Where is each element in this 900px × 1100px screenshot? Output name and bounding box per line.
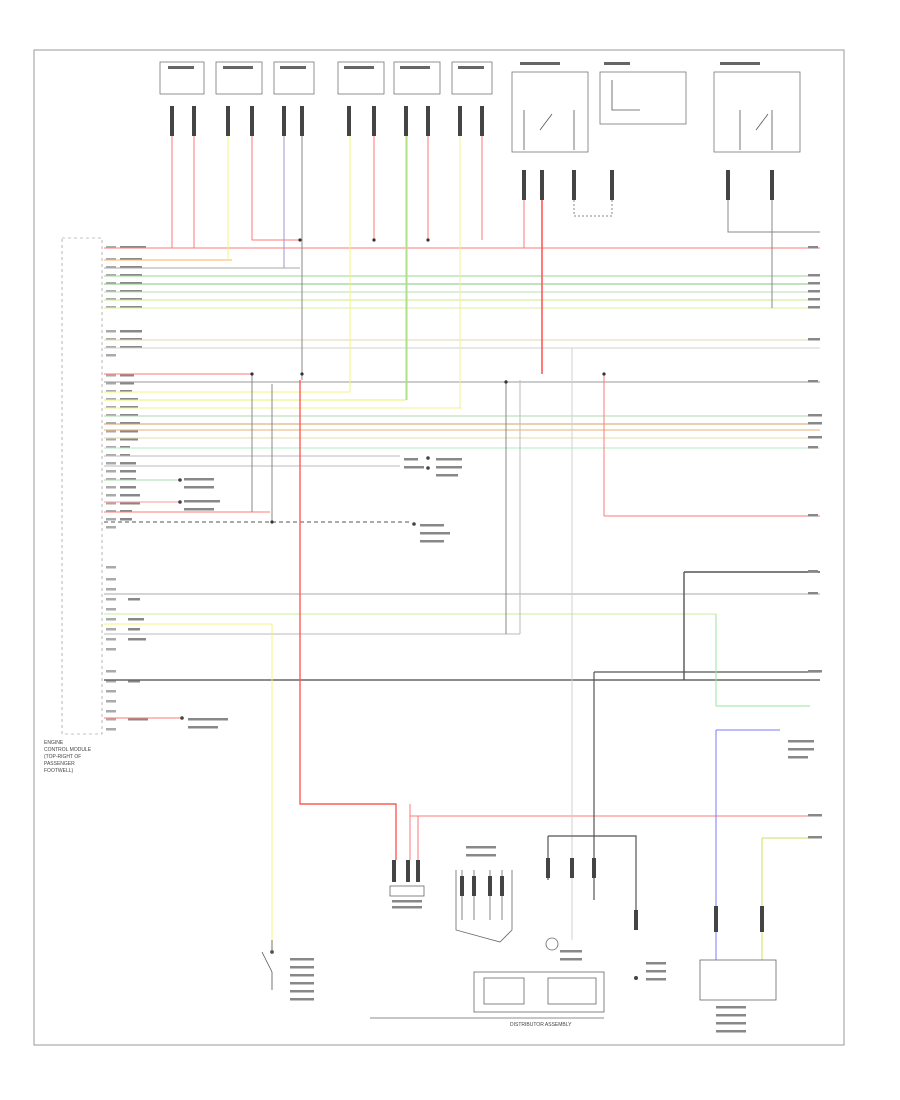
svg-text:CONTROL MODULE: CONTROL MODULE xyxy=(44,747,92,753)
ecm-pin-labels xyxy=(106,246,116,731)
svg-text:PASSENGER: PASSENGER xyxy=(44,761,75,767)
connector-stubs xyxy=(170,106,774,200)
vss-sensor xyxy=(699,906,777,1001)
sensor-3-box xyxy=(273,61,315,95)
sensor-4-box xyxy=(337,61,385,95)
throttle-switch xyxy=(261,940,274,990)
horizontal-wires xyxy=(104,247,820,839)
svg-text:(TOP-RIGHT OF: (TOP-RIGHT OF xyxy=(44,754,81,760)
sensor-2-box xyxy=(215,61,263,95)
sensor-1-box xyxy=(159,61,205,95)
ecm-outline xyxy=(61,237,103,735)
mid-connectors xyxy=(178,456,430,720)
svg-text:ENGINE: ENGINE xyxy=(44,740,64,746)
right-terminals xyxy=(808,246,822,839)
mid-labels xyxy=(184,458,462,729)
splice-points xyxy=(250,238,606,524)
relay-box-1 xyxy=(511,71,589,153)
wire-color-labels xyxy=(120,246,148,721)
svg-text:FOOTWELL): FOOTWELL) xyxy=(44,768,74,774)
ignition-coil-connector xyxy=(389,860,425,909)
relay-box-3 xyxy=(713,71,801,153)
sensor-5-box xyxy=(393,61,441,95)
ecm-label: ENGINE CONTROL MODULE (TOP-RIGHT OF PASS… xyxy=(44,740,92,774)
relay-switches xyxy=(523,80,773,150)
relay-box-2 xyxy=(599,71,687,125)
right-components xyxy=(290,740,814,1033)
sensor-6-box xyxy=(451,61,493,95)
top-sensors xyxy=(159,61,801,153)
distributor xyxy=(370,870,605,1019)
diagram-frame xyxy=(33,49,845,1046)
vertical-wires xyxy=(171,136,820,960)
top-sensor-labels xyxy=(168,62,760,69)
distributor-label: DISTRIBUTOR ASSEMBLY xyxy=(510,1022,572,1028)
distributor-pins xyxy=(460,858,638,980)
